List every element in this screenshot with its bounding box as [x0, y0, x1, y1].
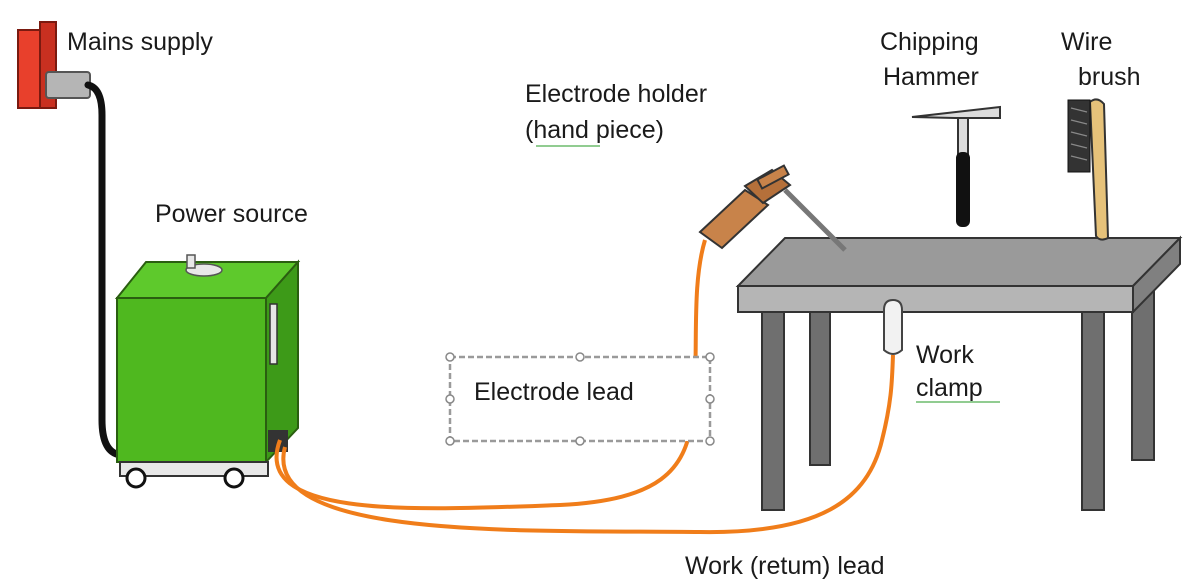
table-leg-back-right — [1131, 284, 1155, 461]
textbox-handle[interactable] — [705, 352, 715, 362]
table-top-side — [1132, 235, 1181, 315]
electrode-holder-handle — [698, 188, 770, 250]
label-wire-brush-2: brush — [1078, 63, 1141, 91]
chipping-hammer — [911, 105, 1001, 227]
power-source-handle — [269, 303, 278, 365]
hammer-head — [911, 105, 1001, 119]
label-chipping-hammer-1: Chipping — [880, 28, 979, 56]
electrode-lead-textbox[interactable] — [445, 352, 715, 446]
electrode-lead-cable — [274, 239, 707, 511]
electrode-rod — [783, 188, 847, 252]
electrode-holder — [698, 164, 847, 252]
textbox-handle[interactable] — [445, 352, 455, 362]
table-leg-back-left — [809, 299, 831, 466]
textbox-handle[interactable] — [445, 394, 455, 404]
work-clamp-body — [883, 298, 903, 355]
textbox-handle[interactable] — [705, 436, 715, 446]
table-top-surface — [735, 237, 1183, 287]
table-leg-front-left — [761, 311, 785, 511]
label-mains-supply: Mains supply — [67, 28, 213, 56]
mains-cable — [84, 81, 124, 459]
textbox-handle[interactable] — [705, 394, 715, 404]
textbox-handle[interactable] — [575, 436, 585, 446]
wheel-left — [125, 467, 147, 489]
wire-brush-bristles — [1067, 99, 1091, 173]
label-power-source: Power source — [155, 200, 308, 228]
hammer-handle — [956, 152, 970, 227]
power-source-front — [116, 297, 267, 463]
wire-brush — [1067, 98, 1110, 241]
label-work-lead: Work (retum) lead — [685, 552, 885, 580]
label-chipping-hammer-2: Hammer — [883, 63, 979, 91]
label-work-clamp-2: clamp — [916, 374, 983, 402]
mains-plug — [45, 71, 91, 99]
power-source-unit — [114, 254, 301, 489]
label-electrode-lead: Electrode lead — [474, 378, 634, 406]
textbox-handle[interactable] — [575, 352, 585, 362]
wheel-right — [223, 467, 245, 489]
hammer-neck — [957, 117, 969, 155]
table-leg-front-right — [1081, 311, 1105, 511]
label-work-clamp-1: Work — [916, 341, 974, 369]
label-electrode-holder-1: Electrode holder — [525, 80, 707, 108]
table-top-front — [737, 285, 1134, 313]
wire-brush-handle — [1088, 98, 1110, 241]
work-clamp — [883, 298, 903, 355]
work-table — [735, 235, 1183, 511]
work-lead-cable — [281, 354, 895, 535]
label-electrode-holder-2: (hand piece) — [525, 116, 664, 144]
mains-supply-socket — [17, 21, 91, 109]
label-wire-brush-1: Wire — [1061, 28, 1112, 56]
textbox-handle[interactable] — [445, 436, 455, 446]
electrode-holder-lever — [756, 164, 790, 190]
power-source-knob — [186, 254, 196, 269]
